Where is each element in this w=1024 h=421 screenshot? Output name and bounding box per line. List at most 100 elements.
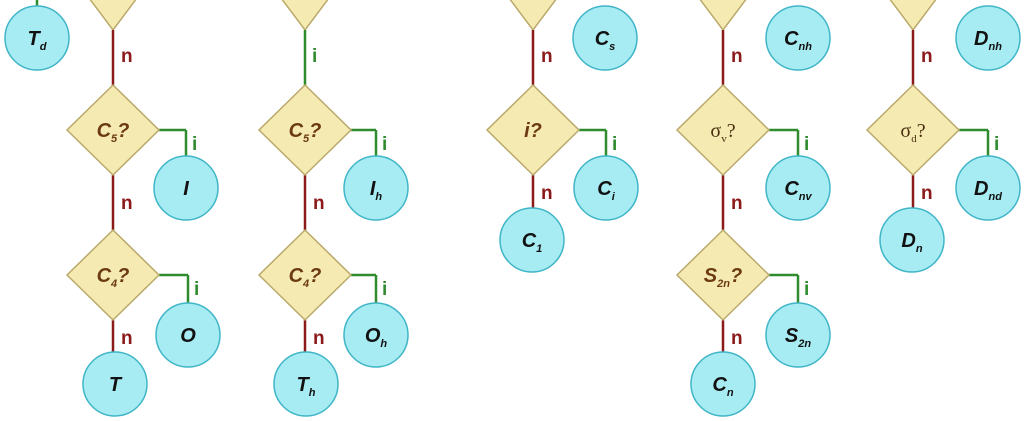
- diamond-shape: [485, 83, 581, 177]
- label-main: C: [597, 178, 612, 200]
- decision-diamond: S2n?: [675, 228, 771, 322]
- label-subscript: v: [721, 133, 727, 145]
- result-circle-top: Dnh: [955, 5, 1021, 71]
- label-main: C: [289, 120, 304, 142]
- label-main: i: [524, 120, 530, 142]
- label-subscript: 4: [110, 278, 117, 290]
- label-subscript: nh: [799, 41, 813, 53]
- diamond-shape: [257, 83, 353, 177]
- result-circle: Cnv: [765, 155, 831, 221]
- label-suffix: ?: [917, 120, 926, 142]
- result-circle: Oh: [343, 302, 409, 368]
- result-circle: Ci: [573, 155, 639, 221]
- label-main: C: [784, 28, 799, 50]
- node-label: S2n: [785, 325, 811, 350]
- result-circle-top: Cs: [572, 5, 638, 71]
- decision-diamond: C4?: [257, 228, 353, 322]
- no-branch-label: n: [121, 328, 133, 349]
- node-label: C4?: [97, 265, 130, 290]
- decision-diamond-partial: [281, 0, 329, 32]
- yes-branch-label: i: [804, 134, 809, 155]
- result-circle: [4, 5, 70, 71]
- result-circle: S2n: [765, 302, 831, 368]
- label-suffix: ?: [117, 265, 129, 287]
- diamond-shape: [65, 228, 161, 322]
- result-circle: I: [153, 155, 219, 221]
- node-label: O: [180, 325, 196, 347]
- no-branch-label: n: [731, 328, 743, 349]
- label-main: C: [97, 120, 112, 142]
- label-subscript: 2n: [716, 278, 730, 290]
- label-subscript: nv: [799, 191, 813, 203]
- node-label: Dnd: [974, 178, 1002, 203]
- node-label: Cnv: [784, 178, 812, 203]
- label-subscript: h: [380, 338, 387, 350]
- result-circle: [690, 351, 756, 417]
- label-suffix: ?: [117, 120, 129, 142]
- label-main: C: [784, 178, 799, 200]
- node-label: Cn: [712, 374, 733, 399]
- decision-diamond-partial: [509, 0, 557, 32]
- decision-diamond: σv?: [675, 83, 771, 177]
- no-branch-label: n: [541, 46, 553, 67]
- label-main: T: [109, 374, 123, 396]
- node-label: C5?: [289, 120, 322, 145]
- label-main: S: [785, 325, 799, 347]
- result-circle-final: C1: [499, 207, 565, 273]
- label-suffix: ?: [727, 120, 736, 142]
- label-main: I: [183, 178, 189, 200]
- label-subscript: 4: [302, 278, 309, 290]
- result-circle: [572, 5, 638, 71]
- yes-branch-label: i: [804, 279, 809, 300]
- label-main: I: [370, 178, 376, 200]
- label-main: C: [97, 265, 112, 287]
- label-subscript: s: [609, 41, 615, 53]
- label-suffix: ?: [530, 120, 542, 142]
- label-subscript: nh: [989, 41, 1003, 53]
- result-circle-final: Dn: [879, 207, 945, 273]
- label-subscript: n: [916, 243, 923, 255]
- decision-diamond-partial: [699, 0, 747, 32]
- no-branch-label: n: [541, 183, 553, 204]
- result-circle: [343, 302, 409, 368]
- result-circle: [153, 155, 219, 221]
- decision-diamond: σd?: [865, 83, 961, 177]
- node-label: σv?: [710, 120, 735, 145]
- label-subscript: nd: [989, 191, 1003, 203]
- label-subscript: n: [727, 387, 734, 399]
- result-circle: [765, 5, 831, 71]
- node-label: T: [109, 374, 123, 396]
- result-circle: O: [155, 302, 221, 368]
- result-circle-final: Cn: [690, 351, 756, 417]
- label-suffix: ?: [730, 265, 742, 287]
- result-circle-final: T: [82, 351, 148, 417]
- label-main: C: [522, 230, 537, 252]
- node-label: Dn: [901, 230, 922, 255]
- label-main: D: [974, 178, 988, 200]
- node-label: I: [183, 178, 189, 200]
- no-branch-label: n: [313, 193, 325, 214]
- node-label: Cnh: [784, 28, 812, 53]
- decision-diamond-partial: [889, 0, 937, 32]
- label-main: O: [365, 325, 381, 347]
- node-label: Td: [28, 28, 47, 53]
- label-subscript: h: [375, 191, 382, 203]
- label-subscript: d: [40, 41, 47, 53]
- label-subscript: d: [911, 133, 917, 145]
- decision-diamond: C5?: [65, 83, 161, 177]
- result-circle: [273, 351, 339, 417]
- yes-branch-label: i: [312, 46, 317, 67]
- result-circle: [955, 155, 1021, 221]
- label-main: D: [901, 230, 915, 252]
- result-circle: [343, 155, 409, 221]
- diamond-shape: [675, 83, 771, 177]
- node-label: S2n?: [704, 265, 742, 290]
- node-label: Th: [297, 374, 316, 399]
- decision-diamond: C5?: [257, 83, 353, 177]
- no-branch-label: n: [921, 46, 933, 67]
- no-branch-label: n: [731, 193, 743, 214]
- decision-diamond: i?: [485, 83, 581, 177]
- diamond-shape: [865, 83, 961, 177]
- result-circle: [879, 207, 945, 273]
- label-subscript: 2n: [797, 338, 811, 350]
